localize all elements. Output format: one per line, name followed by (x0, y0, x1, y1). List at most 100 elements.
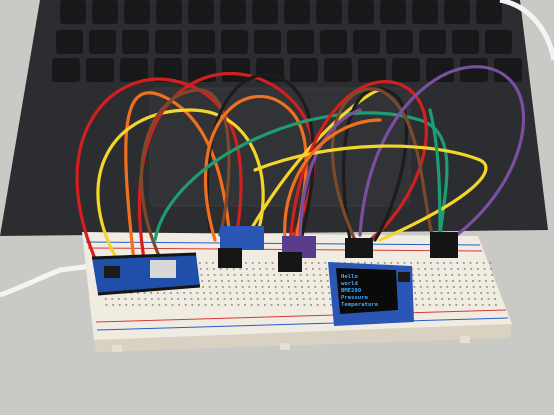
breadboard-hole (312, 268, 314, 270)
keyboard-key (353, 30, 380, 54)
breadboard-hole (207, 274, 209, 276)
breadboard-hole (242, 292, 245, 294)
breadboard-hole (463, 262, 465, 264)
keyboard-key (122, 30, 149, 54)
wire-orange-3 (283, 118, 382, 242)
breadboard-hole (204, 304, 207, 306)
breadboard-hole (255, 292, 258, 294)
wire-red (75, 77, 243, 272)
breadboard-hole (411, 274, 414, 276)
wire-brown-2 (330, 87, 434, 242)
header-black-3 (345, 238, 373, 258)
breadboard-hole (370, 262, 373, 264)
breadboard-hole (227, 274, 229, 276)
breadboard-hole (265, 262, 267, 264)
breadboard-hole (474, 298, 477, 300)
breadboard-hole (429, 304, 431, 306)
breadboard-hole (263, 298, 265, 300)
breadboard-hole (315, 292, 317, 294)
keyboard-key (154, 58, 182, 82)
breadboard-hole (249, 292, 251, 294)
breadboard-hole (318, 268, 321, 270)
breadboard-hole (255, 286, 257, 288)
breadboard-hole (280, 280, 283, 282)
breadboard-hole (461, 298, 463, 300)
breadboard-hole (248, 286, 251, 288)
keyboard-key (444, 0, 470, 24)
breadboard-hole (307, 286, 310, 288)
breadboard-hole (306, 274, 308, 276)
breadboard-hole (203, 298, 206, 300)
breadboard-hole (321, 286, 323, 288)
breadboard-hole (390, 262, 393, 264)
breadboard-hole (447, 292, 449, 294)
breadboard-hole (295, 292, 298, 294)
breadboard-hole (478, 280, 481, 282)
oled-line-4: Pressure (341, 295, 369, 301)
breadboard-hole (290, 304, 293, 306)
breadboard-hole (157, 298, 160, 300)
breadboard-hole (283, 298, 285, 300)
breadboard-hole (251, 262, 254, 264)
breadboard-hole (410, 262, 412, 264)
breadboard-hole (436, 262, 439, 264)
breadboard-hole (457, 268, 459, 270)
breadboard-hole (414, 292, 416, 294)
breadboard-hole (482, 262, 485, 264)
breadboard-hole (305, 268, 308, 270)
breadboard-hole (312, 274, 315, 276)
breadboard-hole (421, 298, 424, 300)
breadboard-hole (300, 280, 303, 282)
keyboard-key (254, 30, 281, 54)
breadboard-hole (202, 286, 204, 288)
header-black-2 (278, 252, 302, 272)
breadboard-hole (475, 304, 477, 306)
breadboard-hole (490, 268, 492, 270)
keyboard-key (426, 58, 454, 82)
keyboard-key (419, 30, 446, 54)
breadboard-hole (468, 304, 471, 306)
breadboard-hole (442, 304, 444, 306)
usb-cable-left (0, 262, 101, 298)
breadboard-hole (259, 268, 261, 270)
breadboard-hole (330, 304, 332, 306)
breadboard-hole (144, 298, 147, 300)
breadboard-hole (286, 274, 289, 276)
breadboard-hole (258, 262, 261, 264)
breadboard-hole (184, 304, 187, 306)
breadboard-hole (302, 292, 304, 294)
breadboard-hole (323, 304, 326, 306)
breadboard-hole (211, 304, 213, 306)
breadboard-hole (105, 304, 108, 306)
breadboard-hole (143, 292, 146, 294)
breadboard-hole (223, 298, 226, 300)
breadboard-hole (446, 286, 449, 288)
breadboard-hole (322, 298, 325, 300)
breadboard-hole (274, 286, 277, 288)
breadboard-hole (151, 298, 153, 300)
breadboard-hole (440, 292, 443, 294)
keyboard-key (89, 30, 116, 54)
breadboard-hole (240, 274, 242, 276)
breadboard-hole (247, 280, 250, 282)
breadboard-hole (208, 280, 210, 282)
breadboard-hole (283, 304, 286, 306)
breadboard-hole (493, 292, 496, 294)
breadboard-hole (450, 268, 453, 270)
breadboard-hole (472, 280, 474, 282)
breadboard-hole (203, 292, 205, 294)
breadboard-hole (246, 268, 248, 270)
breadboard-hole (228, 286, 231, 288)
breadboard-hole (241, 286, 244, 288)
breadboard-hole (190, 298, 193, 300)
sensor-module-left (220, 226, 264, 250)
keyboard-key (52, 58, 80, 82)
breadboard-hole (476, 262, 478, 264)
breadboard-hole (217, 304, 220, 306)
breadboard-hole (125, 304, 128, 306)
breadboard-hole (221, 280, 223, 282)
breadboard-hole (191, 304, 194, 306)
wire-green (153, 111, 449, 242)
breadboard-hole (199, 268, 202, 270)
